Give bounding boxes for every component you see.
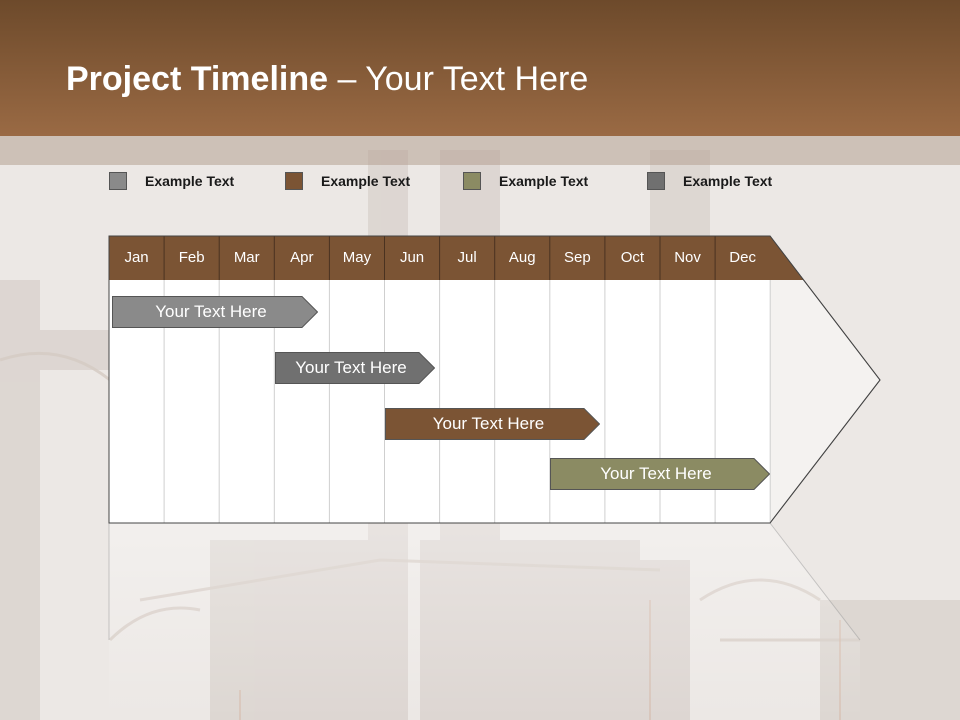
legend-item: Example Text	[647, 171, 772, 191]
legend-item: Example Text	[285, 171, 410, 191]
legend-swatch	[463, 172, 481, 190]
month-label-sep: Sep	[563, 249, 591, 266]
task-arrow-shape	[550, 458, 770, 490]
task-arrow-shape	[275, 352, 435, 384]
month-label-may: May	[342, 249, 372, 266]
task-arrow	[385, 408, 600, 440]
legend-label: Example Text	[499, 173, 589, 189]
month-label-dec: Dec	[729, 249, 756, 266]
legend-item: Example Text	[463, 171, 588, 191]
month-label-oct: Oct	[620, 249, 645, 266]
month-label-apr: Apr	[290, 249, 314, 266]
legend-label: Example Text	[321, 173, 411, 189]
legend-item: Example Text	[109, 171, 234, 191]
task-label: Your Text Here	[600, 464, 712, 483]
timeline-outline	[108, 235, 881, 524]
task-bar: Your Text Here	[385, 408, 600, 440]
task-arrow	[275, 352, 435, 384]
task-arrow	[112, 296, 318, 328]
month-label-jul: Jul	[457, 249, 477, 266]
task-arrow-shape	[385, 408, 600, 440]
task-label: Your Text Here	[432, 414, 545, 433]
month-label-feb: Feb	[178, 249, 205, 266]
page-title: Project Timeline – Your Text Here	[66, 60, 588, 99]
task-arrow-shape	[112, 296, 318, 328]
legend-label: Example Text	[683, 173, 773, 189]
task-bar: Your Text Here	[550, 458, 770, 490]
header-bar	[0, 0, 960, 136]
title-rest: – Your Text Here	[328, 60, 589, 98]
task-label: Your Text Here	[295, 358, 407, 377]
legend-swatch	[109, 172, 127, 190]
legend-label: Example Text	[145, 173, 235, 189]
task-arrow	[550, 458, 770, 490]
task-bar: Your Text Here	[275, 352, 435, 384]
legend-swatch	[647, 172, 665, 190]
title-bold: Project Timeline	[66, 60, 329, 98]
timeline-reflection-edge	[769, 522, 861, 641]
month-label-nov: Nov	[674, 249, 701, 266]
header-band	[0, 136, 960, 165]
legend-swatch	[285, 172, 303, 190]
task-label: Your Text Here	[155, 302, 267, 321]
month-label-mar: Mar	[233, 249, 260, 266]
timeline-reflection	[109, 523, 860, 720]
month-label-jun: Jun	[399, 249, 425, 266]
task-bar: Your Text Here	[112, 296, 318, 328]
month-label-jan: Jan	[124, 249, 149, 266]
month-header-strip	[109, 236, 804, 280]
month-label-aug: Aug	[508, 249, 536, 266]
